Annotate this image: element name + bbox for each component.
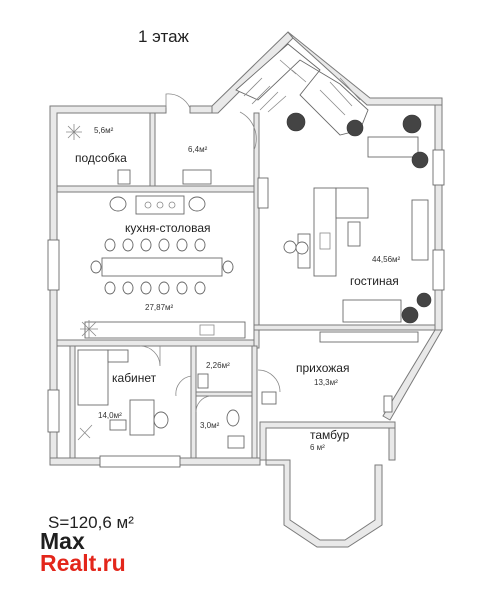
- wc1-area: 2,26м²: [206, 361, 230, 370]
- logo-realt: Realt.ru: [40, 550, 126, 576]
- maxrealt-logo: Max Realt.ru: [40, 528, 126, 576]
- bathroom-fixtures: [197, 373, 245, 449]
- study-furniture: [77, 349, 169, 441]
- living-area: 44,56м²: [372, 255, 401, 264]
- hall-area: 13,3м²: [314, 378, 338, 387]
- entrance-porch: [265, 459, 383, 548]
- vestibule-name: тамбур: [310, 428, 350, 442]
- kitchen-area: 27,87м²: [145, 303, 174, 312]
- dining-table: [90, 238, 234, 295]
- utility-items: [66, 124, 212, 185]
- vestibule-wall-top: [259, 421, 396, 461]
- kitchen-name: кухня-столовая: [125, 221, 211, 235]
- vestibule-area: 6 м²: [310, 443, 325, 452]
- podsobka-name: подсобка: [75, 151, 127, 165]
- living-furniture: [257, 112, 432, 324]
- wc2-area: 3,0м²: [200, 421, 220, 430]
- vestibule-wall-right: [388, 427, 396, 461]
- living-name: гостиная: [350, 274, 399, 288]
- floor-title: 1 этаж: [138, 27, 190, 46]
- study-area: 14,0м²: [98, 411, 122, 420]
- podsobka-area: 5,6м²: [94, 126, 114, 135]
- kitchen-island: [109, 195, 206, 215]
- total-area: S=120,6 м²: [48, 513, 134, 532]
- interior-walls: [56, 112, 436, 459]
- hall-name: прихожая: [296, 361, 349, 375]
- hall-furniture: [261, 331, 419, 413]
- study-name: кабинет: [112, 371, 157, 385]
- small-room-area: 6,4м²: [188, 145, 208, 154]
- kitchen-counter: [80, 320, 246, 339]
- logo-max: Max: [40, 528, 85, 554]
- doors: [139, 93, 281, 413]
